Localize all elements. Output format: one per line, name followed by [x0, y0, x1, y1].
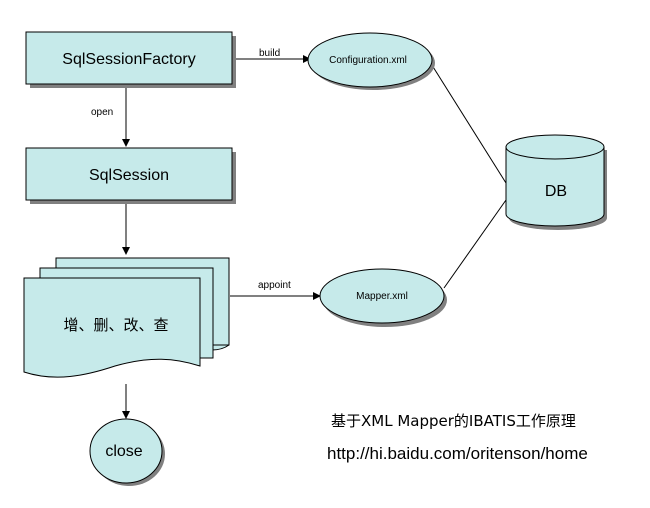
configuration-node: Configuration.xml	[307, 32, 435, 90]
close-label: close	[105, 443, 142, 460]
close-node: close	[89, 418, 165, 486]
caption-title: 基于XML Mapper的IBATIS工作原理	[331, 412, 576, 430]
crud-label: 增、删、改、查	[63, 316, 168, 334]
edge-mapper-db	[443, 199, 507, 289]
sqlsession-label: SqlSession	[89, 167, 169, 184]
caption-url: http://hi.baidu.com/oritenson/home	[327, 444, 588, 463]
db-label: DB	[545, 183, 567, 200]
edge-configuration-db	[429, 61, 507, 184]
configuration-label: Configuration.xml	[329, 55, 407, 66]
crud-documents-node: 增、删、改、查	[23, 257, 230, 378]
edge-label-appoint: appoint	[258, 280, 291, 291]
mapper-node: Mapper.xml	[319, 268, 447, 327]
edge-label-build: build	[259, 48, 280, 59]
sqlsessionfactory-node: SqlSessionFactory	[25, 31, 236, 88]
mapper-label: Mapper.xml	[356, 291, 408, 302]
sqlsessionfactory-label: SqlSessionFactory	[62, 51, 195, 68]
sqlsession-node: SqlSession	[25, 147, 236, 204]
db-node: DB	[505, 134, 607, 230]
edge-label-open: open	[91, 107, 113, 118]
